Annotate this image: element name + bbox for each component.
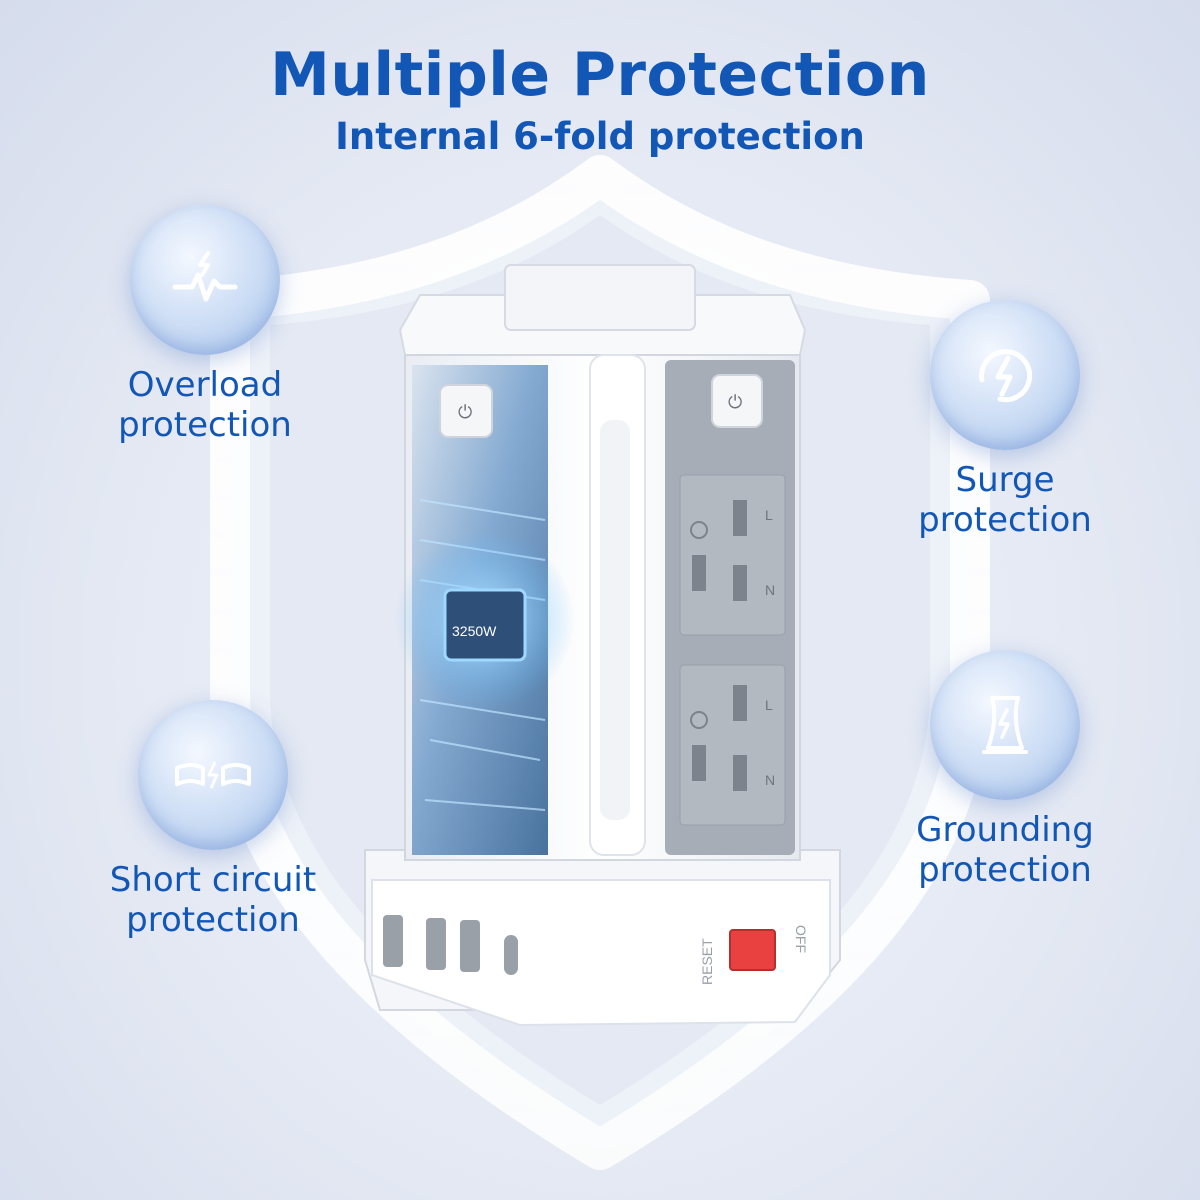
- svg-text:L: L: [765, 697, 773, 713]
- surge-icon: [979, 349, 1033, 403]
- svg-text:⏻: ⏻: [458, 402, 472, 423]
- svg-text:L: L: [765, 507, 773, 523]
- feature-circle: [130, 205, 280, 355]
- feature-grounding: Grounding protection: [845, 650, 1165, 890]
- power-switch: [729, 929, 776, 971]
- feature-short-circuit: Short circuit protection: [53, 700, 373, 940]
- grounding-icon: [982, 696, 1028, 754]
- usb-c-port: [504, 935, 518, 975]
- feature-overload: Overload protection: [45, 205, 365, 445]
- page-title: Multiple Protection: [270, 40, 930, 110]
- socket-switch: [711, 374, 763, 428]
- svg-text:⏻: ⏻: [728, 392, 742, 413]
- page-subtitle: Internal 6-fold protection: [335, 115, 865, 158]
- socket-switch: [439, 384, 493, 438]
- feature-surge: Surge protection: [845, 300, 1165, 540]
- feature-label: Short circuit protection: [109, 860, 317, 940]
- chip: [443, 588, 527, 662]
- reset-label: RESET: [699, 938, 715, 985]
- feature-label: Overload protection: [118, 365, 292, 445]
- usb-a-port: [460, 920, 480, 972]
- svg-text:N: N: [765, 582, 775, 598]
- feature-circle: [930, 650, 1080, 800]
- off-label: OFF: [793, 925, 809, 953]
- uk-socket: L N: [679, 474, 786, 636]
- short-circuit-icon: [175, 761, 251, 789]
- feature-label: Grounding protection: [916, 810, 1094, 890]
- usb-a-port: [426, 918, 446, 970]
- usb-a-port: [383, 915, 403, 967]
- uk-socket: L N: [679, 664, 786, 826]
- chip-label: 3250W: [452, 623, 497, 639]
- svg-text:N: N: [765, 772, 775, 788]
- overload-icon: [172, 251, 238, 302]
- usb-ports: [383, 915, 518, 975]
- feature-circle: [930, 300, 1080, 450]
- feature-circle: [138, 700, 288, 850]
- feature-label: Surge protection: [918, 460, 1092, 540]
